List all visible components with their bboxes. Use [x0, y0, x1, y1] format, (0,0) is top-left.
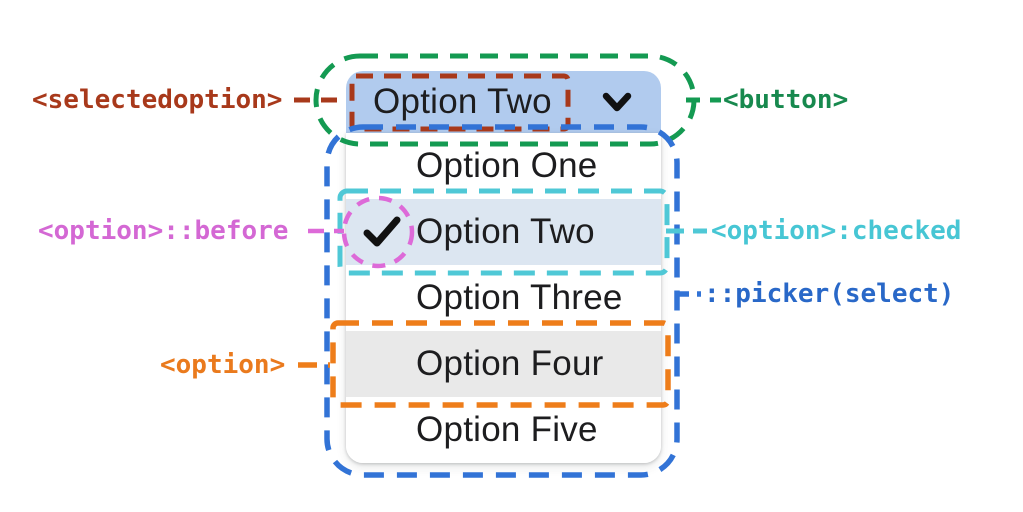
option-label-annotation: <option> [160, 350, 286, 380]
button-label: <button> [723, 85, 849, 115]
option-before-label: <option>::before [38, 216, 289, 246]
checkmark-icon [363, 216, 401, 247]
select-button[interactable]: Option Two [346, 71, 661, 133]
option-label: Option One [416, 146, 598, 185]
select-picker-dropdown: Option One Option Two Option Three Optio… [346, 133, 661, 463]
chevron-down-icon [602, 92, 632, 112]
option-row-one[interactable]: Option One [346, 133, 661, 199]
option-label: Option Two [416, 212, 595, 251]
option-row-three[interactable]: Option Three [346, 265, 661, 331]
option-label: Option Five [416, 410, 598, 449]
selectedoption-label: <selectedoption> [32, 85, 283, 115]
picker-select-label: ::picker(select) [704, 279, 955, 309]
option-checked-label: <option>:checked [711, 216, 962, 246]
option-row-two-checked[interactable]: Option Two [346, 199, 661, 265]
option-row-five[interactable]: Option Five [346, 397, 661, 463]
option-row-four[interactable]: Option Four [346, 331, 661, 397]
selected-option-value: Option Two [373, 82, 552, 121]
option-label: Option Four [416, 344, 604, 383]
option-label: Option Three [416, 278, 623, 317]
